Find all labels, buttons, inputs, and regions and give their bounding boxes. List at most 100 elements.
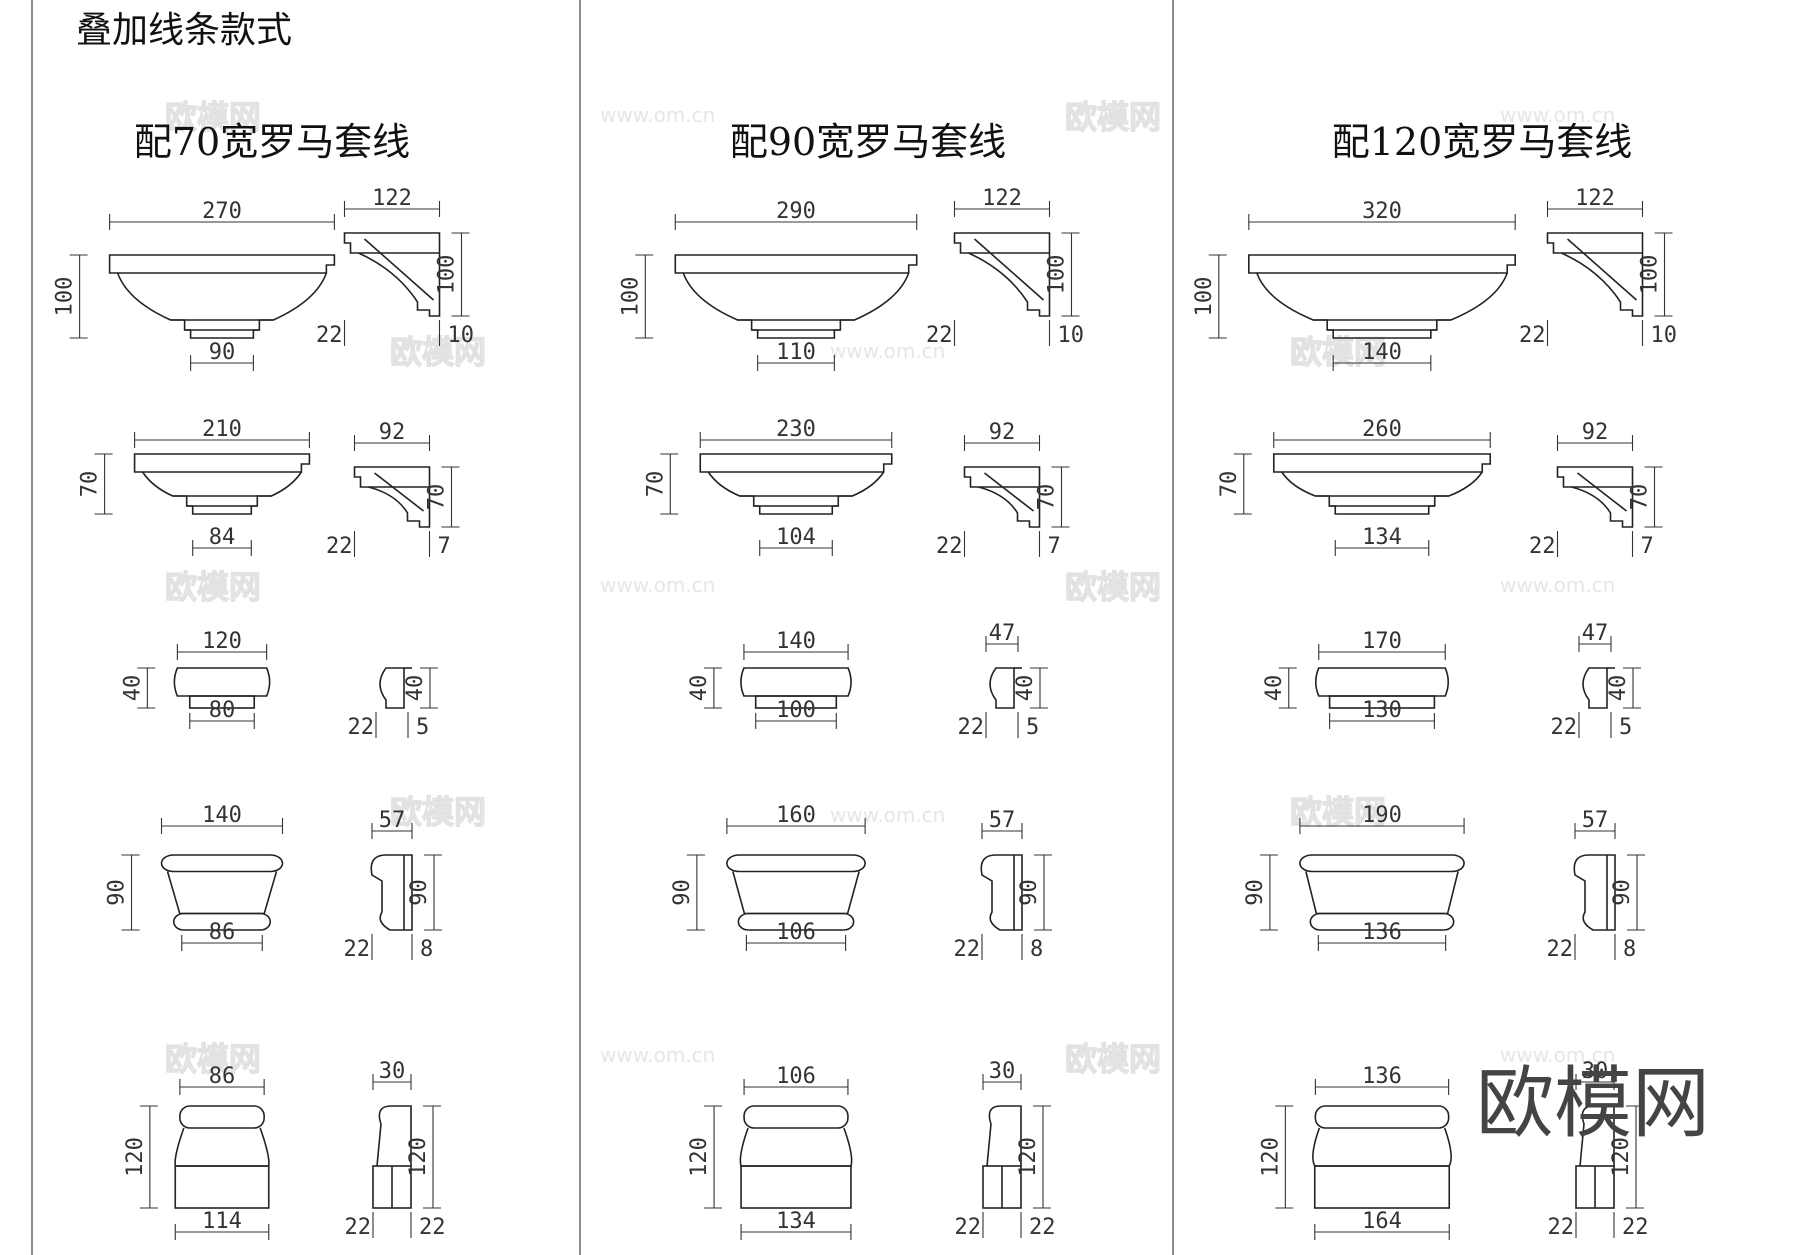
height-dimension: 40	[120, 675, 145, 702]
side-a-dimension: 22	[1551, 715, 1578, 740]
watermark-url: www.om.cn	[1500, 1043, 1615, 1067]
watermark-url: www.om.cn	[600, 573, 715, 597]
watermark-text: 欧模网	[390, 333, 486, 371]
molding-profile	[699, 453, 893, 515]
side-top-dimension: 30	[379, 1059, 406, 1084]
molding-bottom-roll	[172, 912, 272, 931]
side-a-dimension: 22	[936, 534, 963, 559]
side-b-dimension: 10	[1058, 323, 1085, 348]
base-dimension: 114	[202, 1209, 242, 1234]
side-a-dimension: 22	[316, 323, 343, 348]
side-top-dimension: 92	[379, 420, 406, 445]
watermark-url: www.om.cn	[1500, 573, 1615, 597]
side-height-dimension: 100	[1045, 255, 1070, 295]
side-top-dimension: 57	[989, 808, 1016, 833]
molding-top-roll	[1314, 1105, 1450, 1129]
side-hatch-line	[984, 472, 1034, 512]
side-hatch-line	[363, 238, 435, 301]
side-a-dimension: 22	[1519, 323, 1546, 348]
base-dimension: 164	[1362, 1209, 1402, 1234]
watermark-text: 欧模网	[165, 1040, 261, 1078]
side-a-dimension: 22	[1548, 1215, 1575, 1240]
height-dimension: 120	[123, 1137, 148, 1177]
molding-profile	[740, 667, 852, 697]
side-height-dimension: 70	[1628, 484, 1653, 511]
height-dimension: 70	[643, 471, 668, 498]
base-dimension: 130	[1362, 698, 1402, 723]
height-dimension: 90	[670, 879, 695, 906]
side-height-dimension: 70	[425, 484, 450, 511]
watermark-url: www.om.cn	[830, 339, 945, 363]
side-a-dimension: 22	[958, 715, 985, 740]
side-b-dimension: 5	[416, 715, 429, 740]
side-profile	[1573, 854, 1616, 931]
watermark-url: www.om.cn	[600, 103, 715, 127]
base-dimension: 136	[1362, 920, 1402, 945]
side-profile	[986, 1105, 1022, 1167]
side-a-dimension: 22	[1547, 937, 1574, 962]
side-b-dimension: 8	[1623, 937, 1636, 962]
height-dimension: 100	[618, 277, 643, 317]
watermark-text: 欧模网	[1065, 1040, 1161, 1078]
height-dimension: 70	[1217, 471, 1242, 498]
width-dimension: 320	[1362, 199, 1402, 224]
watermark-text: 欧模网	[165, 98, 261, 136]
width-dimension: 140	[202, 803, 242, 828]
side-height-dimension: 90	[407, 879, 432, 906]
side-b-dimension: 7	[438, 534, 451, 559]
side-a-dimension: 22	[954, 937, 981, 962]
side-b-dimension: 22	[1029, 1215, 1056, 1240]
side-b-dimension: 7	[1641, 534, 1654, 559]
side-profile	[1579, 1105, 1615, 1167]
side-b-dimension: 5	[1619, 715, 1632, 740]
side-b-dimension: 22	[419, 1215, 446, 1240]
molding-bottom-roll	[737, 912, 855, 931]
base-dimension: 104	[776, 525, 816, 550]
base-dimension: 106	[776, 920, 816, 945]
watermark-text: 欧模网	[165, 568, 261, 606]
side-hatch-line	[973, 238, 1045, 301]
side-a-dimension: 22	[1529, 534, 1556, 559]
molding-profile	[108, 254, 336, 339]
molding-top-roll	[160, 854, 284, 873]
height-dimension: 100	[1192, 277, 1217, 317]
side-height-dimension: 100	[1638, 255, 1663, 295]
side-profile	[989, 667, 1015, 709]
watermark-url: www.om.cn	[600, 1043, 715, 1067]
side-profile	[379, 667, 405, 709]
side-profile	[370, 854, 413, 931]
base-dimension: 84	[209, 525, 236, 550]
molding-profile	[1314, 667, 1450, 697]
base-dimension: 134	[776, 1209, 816, 1234]
side-height-dimension: 40	[1606, 675, 1631, 702]
column-heading: 配120宽罗马套线	[1332, 120, 1633, 164]
side-top-dimension: 122	[982, 186, 1022, 211]
side-a-dimension: 22	[345, 1215, 372, 1240]
width-dimension: 106	[776, 1064, 816, 1089]
side-profile	[980, 854, 1023, 931]
side-height-dimension: 90	[1017, 879, 1042, 906]
side-profile	[953, 232, 1051, 317]
base-dimension: 110	[776, 340, 816, 365]
width-dimension: 190	[1362, 803, 1402, 828]
molding-bottom-roll	[1309, 912, 1455, 931]
molding-base	[188, 695, 256, 709]
side-profile	[353, 466, 431, 528]
height-dimension: 100	[53, 277, 78, 317]
base-dimension: 86	[209, 920, 236, 945]
side-a-dimension: 22	[926, 323, 953, 348]
side-hatch-line	[374, 472, 424, 512]
